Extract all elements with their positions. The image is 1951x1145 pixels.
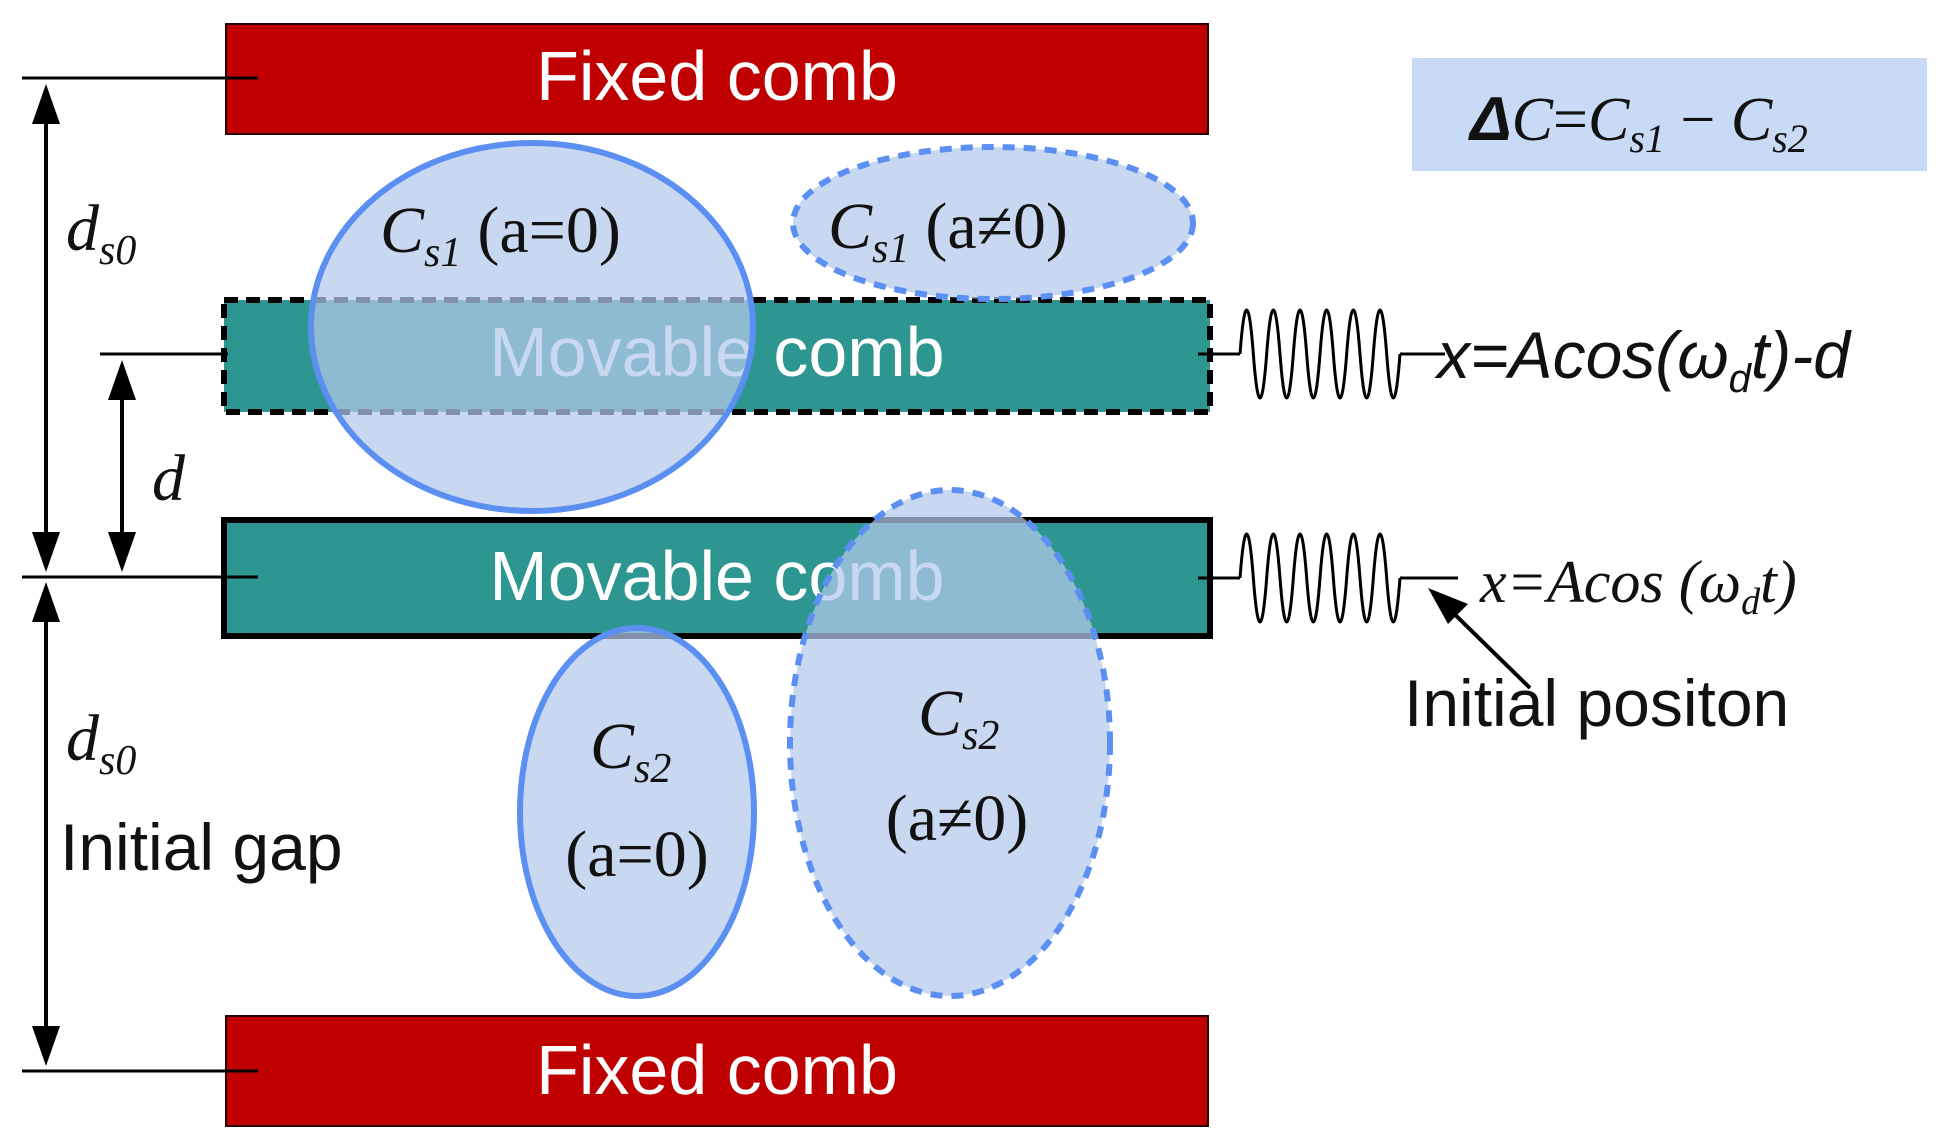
ds0-bottom-arrow bbox=[32, 582, 60, 1066]
cs2-zero-cond-label: (a=0) bbox=[565, 818, 708, 891]
cs1-nonzero-label: Cs1(a≠0) bbox=[828, 190, 1068, 272]
cs1-nonzero-ellipse bbox=[790, 144, 1196, 302]
spring-top bbox=[1238, 308, 1402, 400]
cs2-nonzero-c-label: Cs2 bbox=[918, 677, 999, 759]
fixed-comb-bottom-label: Fixed comb bbox=[536, 1031, 898, 1109]
cs2-zero-ellipse bbox=[517, 625, 757, 999]
ds0-bottom-label: ds0 bbox=[66, 702, 136, 784]
cs1-zero-label: Cs1(a=0) bbox=[380, 194, 621, 276]
motion-eq-bottom: x=Acos (ωdt) bbox=[1479, 549, 1797, 623]
d-arrow bbox=[108, 360, 136, 572]
ds0-top-label: ds0 bbox=[66, 192, 136, 274]
initial-position-pointer bbox=[1428, 588, 1532, 690]
fixed-comb-bottom bbox=[225, 1015, 1209, 1127]
cs2-nonzero-ellipse bbox=[787, 487, 1113, 999]
cs2-nonzero-cond-label: (a≠0) bbox=[886, 782, 1028, 855]
cs2-zero-c-label: Cs2 bbox=[590, 710, 671, 792]
fixed-comb-top-label: Fixed comb bbox=[536, 37, 898, 115]
ds0-top-arrow bbox=[32, 84, 60, 572]
d-label: d bbox=[152, 442, 186, 515]
motion-eq-top: x=Acos(ωdt)-d bbox=[1434, 318, 1852, 401]
equation-box bbox=[1412, 58, 1927, 171]
spring-bottom bbox=[1238, 532, 1402, 624]
equation-text: ΔC=Cs1 − Cs2 bbox=[1468, 85, 1808, 161]
cs1-zero-ellipse bbox=[308, 140, 756, 514]
initial-position-label: Initial positon bbox=[1404, 666, 1789, 740]
fixed-comb-top bbox=[225, 23, 1209, 135]
initial-gap-label: Initial gap bbox=[60, 810, 343, 884]
